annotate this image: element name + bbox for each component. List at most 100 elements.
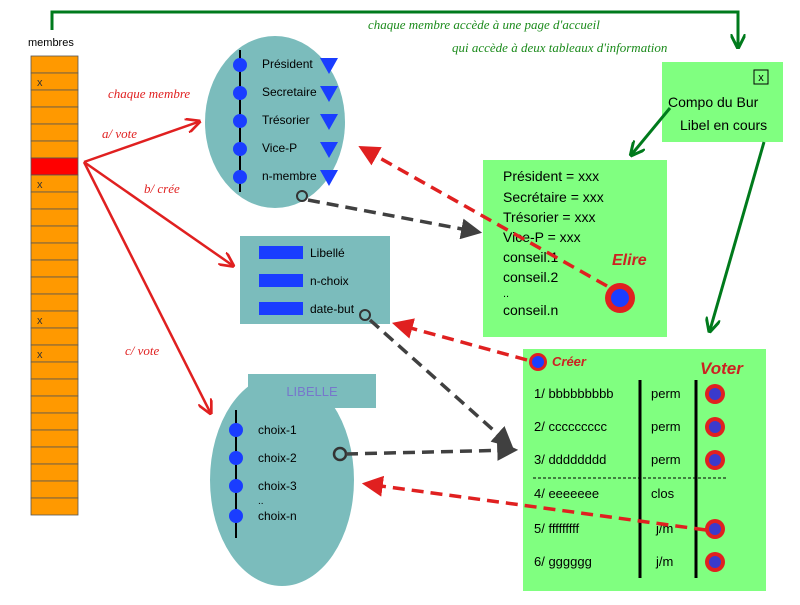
member-row[interactable]: [30, 429, 79, 448]
form-field[interactable]: date-but: [259, 302, 355, 316]
member-row[interactable]: [30, 463, 79, 482]
choice-label: choix-3: [258, 479, 297, 493]
form-field-label: date-but: [310, 302, 355, 316]
member-row[interactable]: [30, 242, 79, 261]
create-vote-label: Créer: [552, 354, 587, 369]
choice-label: choix-n: [258, 509, 297, 523]
vote-row-status: perm: [651, 452, 681, 467]
bureau-line: conseil.2: [503, 269, 558, 285]
bureau-line: Président = xxx: [503, 168, 599, 184]
top-note-line1: chaque membre accède à une page d'accuei…: [368, 17, 600, 32]
bureau-line: conseil.n: [503, 302, 558, 318]
vote-row-label: 5/ fffffffff: [534, 521, 579, 536]
vote-link-handle[interactable]: [332, 446, 348, 462]
members-title: membres: [28, 37, 74, 49]
label-c-vote: c/ vote: [125, 343, 160, 358]
vote-row-status: perm: [651, 386, 681, 401]
create-vote-button[interactable]: [529, 353, 547, 371]
member-row[interactable]: [30, 480, 79, 499]
dashed-roles-to-bureau-table: [307, 198, 483, 240]
member-row[interactable]: [30, 106, 79, 125]
role-dropdown-icon[interactable]: [320, 86, 338, 102]
elire-label: Elire: [612, 252, 647, 269]
member-mark: x: [37, 349, 43, 361]
creation-form-fields: Libellé n-choix date-but: [259, 246, 355, 316]
member-row[interactable]: [30, 395, 79, 414]
member-row[interactable]: [30, 446, 79, 465]
arrow-to-bureau-oval: [83, 122, 198, 164]
green-arrow-to-votes-table: [710, 141, 766, 330]
member-row[interactable]: [30, 191, 79, 210]
vote-header: LIBELLE: [286, 384, 338, 399]
member-row[interactable]: [30, 140, 79, 159]
elire-button[interactable]: [605, 283, 635, 313]
role-dropdown-icon[interactable]: [320, 142, 338, 158]
choice-label: ..: [258, 496, 264, 507]
vote-button[interactable]: [705, 450, 725, 470]
vote-button[interactable]: [705, 519, 725, 539]
top-note-line2: qui accède à deux tableaux d'information: [452, 40, 667, 55]
member-row[interactable]: [30, 378, 79, 397]
member-row[interactable]: [30, 276, 79, 295]
role-item: Trésorier: [233, 113, 338, 130]
member-row[interactable]: [30, 208, 79, 227]
member-row[interactable]: [30, 89, 79, 108]
form-field-label: Libellé: [310, 246, 345, 260]
role-dropdown-icon[interactable]: [320, 114, 338, 130]
role-label: Président: [262, 57, 313, 71]
role-dropdown-icon[interactable]: [320, 170, 338, 186]
choice-item: ..: [258, 496, 264, 507]
dashed-vote-oval-to-votes-table: [345, 439, 519, 461]
compo-close-button[interactable]: [753, 69, 769, 85]
dashed-vote-row-to-choices: [361, 475, 707, 532]
choice-item: choix-n: [229, 509, 297, 523]
member-row[interactable]: [30, 55, 79, 74]
vote-choices-oval: [210, 374, 354, 586]
label-chaque-membre: chaque membre: [108, 86, 190, 101]
member-row[interactable]: x: [30, 344, 79, 363]
choice-label: choix-2: [258, 451, 297, 465]
member-row[interactable]: [30, 259, 79, 278]
voter-label: Voter: [700, 359, 744, 378]
form-field[interactable]: Libellé: [259, 246, 345, 260]
bureau-link-handle[interactable]: [296, 190, 308, 202]
label-a-vote: a/ vote: [102, 126, 137, 141]
dashed-elire-to-roles: [358, 145, 608, 288]
member-row[interactable]: [30, 412, 79, 431]
form-field[interactable]: n-choix: [259, 274, 349, 288]
vote-button[interactable]: [705, 552, 725, 572]
vote-button[interactable]: [705, 417, 725, 437]
member-row[interactable]: [30, 123, 79, 142]
compo-link-bureau[interactable]: Compo du Bur: [668, 94, 759, 110]
member-row[interactable]: [30, 293, 79, 312]
member-row[interactable]: x: [30, 72, 79, 91]
vote-button[interactable]: [705, 384, 725, 404]
form-field-label: n-choix: [310, 274, 349, 288]
member-row[interactable]: [30, 225, 79, 244]
bureau-line: ..: [503, 288, 509, 300]
role-dropdown-icon[interactable]: [320, 58, 338, 74]
bureau-line: Trésorier = xxx: [503, 209, 595, 225]
member-row[interactable]: [30, 157, 79, 176]
member-row[interactable]: x: [30, 174, 79, 193]
member-row[interactable]: [30, 497, 79, 516]
arrow-to-creation-form: [83, 160, 232, 265]
creation-link-handle[interactable]: [359, 309, 371, 321]
choice-item: choix-3: [229, 479, 297, 493]
vote-row-label: 6/ gggggg: [534, 554, 592, 569]
member-row[interactable]: x: [30, 310, 79, 329]
bureau-table: [483, 160, 667, 337]
compo-link-libel[interactable]: Libel en cours: [680, 117, 767, 133]
member-row[interactable]: [30, 327, 79, 346]
member-row[interactable]: [30, 361, 79, 380]
choice-item: choix-1: [229, 423, 297, 437]
